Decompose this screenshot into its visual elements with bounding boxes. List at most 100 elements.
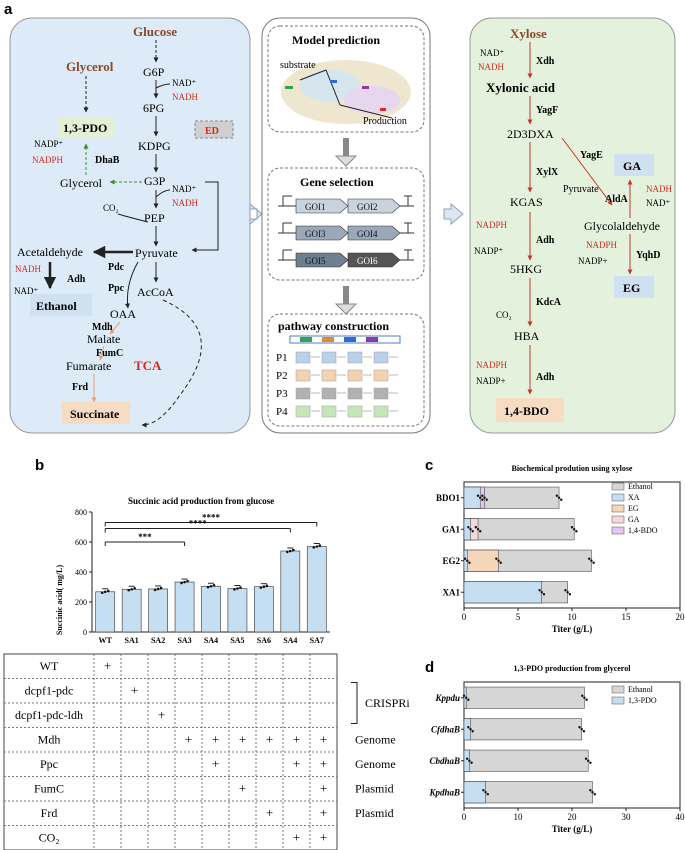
glucose-label: Glucose bbox=[133, 24, 177, 39]
malate-label: Malate bbox=[87, 332, 120, 346]
glycolaldehyde-label: Glycolaldehyde bbox=[584, 219, 660, 233]
replicate-point bbox=[186, 579, 189, 583]
accoa-label: AcCoA bbox=[137, 285, 174, 299]
replicate-point bbox=[312, 546, 316, 549]
x-tick-label: 5 bbox=[516, 612, 521, 622]
goi-arrow bbox=[347, 225, 401, 241]
x-tick-label: SA4 bbox=[283, 636, 297, 645]
x-tick-label: 20 bbox=[676, 612, 685, 622]
goi-arrow bbox=[347, 198, 401, 214]
table-row-label: Mdh bbox=[38, 733, 61, 747]
alda-nadh: NADH bbox=[646, 184, 672, 194]
replicate-point bbox=[581, 694, 584, 697]
panel-label-a: a bbox=[4, 1, 13, 18]
bar bbox=[463, 486, 481, 509]
ed-label: ED bbox=[205, 126, 219, 137]
eg-box bbox=[614, 276, 654, 298]
replicate-point bbox=[578, 726, 581, 729]
yqhd-nadph: NADPH bbox=[586, 240, 618, 250]
replicate-point bbox=[100, 591, 104, 594]
plasmid-part bbox=[322, 337, 334, 342]
replicate-point bbox=[584, 757, 588, 760]
sig-label: **** bbox=[202, 513, 221, 523]
pathway-row-label: P1 bbox=[276, 352, 288, 364]
table-row-label: dcpf1-pdc bbox=[25, 684, 74, 698]
replicate-point bbox=[466, 757, 469, 760]
plasmid-part bbox=[344, 337, 356, 342]
replicate-point bbox=[467, 526, 470, 529]
bar bbox=[306, 546, 327, 633]
replicate-point bbox=[560, 498, 563, 501]
alda-nad: NAD⁺ bbox=[646, 198, 670, 208]
g3p-nad: NAD⁺ bbox=[172, 184, 196, 194]
replicate-point bbox=[588, 557, 591, 560]
legend-label: Ethanol bbox=[628, 685, 654, 694]
dhab-label: DhaB bbox=[95, 155, 120, 166]
tca-label: TCA bbox=[134, 358, 162, 373]
y-tick-label: 800 bbox=[75, 508, 87, 517]
substrate-label: substrate bbox=[280, 60, 316, 71]
x-tick-label: 15 bbox=[622, 612, 632, 622]
model-title: Model prediction bbox=[292, 33, 380, 47]
pathway-part bbox=[347, 369, 363, 382]
x-tick-label: 20 bbox=[568, 812, 578, 822]
kdca-co2: CO₂ bbox=[496, 310, 512, 320]
plasmid-part bbox=[366, 337, 378, 342]
replicate-point bbox=[476, 528, 480, 531]
pathway-part bbox=[373, 387, 389, 400]
table-plus: + bbox=[239, 732, 246, 747]
pep-co2: CO₂ bbox=[103, 203, 119, 213]
table-plus: + bbox=[320, 830, 327, 845]
y-tick-label: EG2 bbox=[442, 556, 460, 566]
ppc-label: Ppc bbox=[108, 283, 125, 294]
replicate-point bbox=[484, 791, 487, 794]
goi-arrow bbox=[295, 225, 349, 241]
y-tick-label: XA1 bbox=[443, 587, 461, 597]
acetaldehyde-label: Acetaldehyde bbox=[17, 245, 83, 259]
replicate-point bbox=[315, 545, 319, 548]
glycerol-label: Glycerol bbox=[66, 59, 114, 74]
bdo-box bbox=[496, 398, 564, 422]
replicate-point bbox=[470, 761, 473, 764]
plasmid-part bbox=[300, 337, 312, 342]
table-row-label: dcpf1-pdc-ldh bbox=[15, 708, 83, 722]
yagf-label: YagF bbox=[536, 105, 558, 116]
bar bbox=[463, 686, 585, 709]
replicate-point bbox=[482, 789, 485, 792]
x-tick-label: SA6 bbox=[257, 636, 271, 645]
arrow-left bbox=[249, 202, 263, 226]
bar bbox=[463, 749, 589, 772]
crispri-label: CRISPRi bbox=[365, 696, 410, 710]
table-plus: + bbox=[158, 707, 165, 722]
table-plus: + bbox=[131, 683, 138, 698]
replicate-point bbox=[469, 528, 472, 531]
adh1-nadp: NADP⁺ bbox=[474, 246, 504, 256]
replicate-point bbox=[286, 550, 289, 554]
goi-arrow bbox=[347, 252, 401, 268]
bar bbox=[463, 549, 499, 572]
pathway-part bbox=[347, 387, 363, 400]
bar bbox=[227, 588, 248, 633]
pyruvate-label: Pyruvate bbox=[135, 246, 178, 260]
replicate-point bbox=[481, 498, 484, 501]
replicate-point bbox=[318, 544, 322, 547]
yage-label: YagE bbox=[580, 150, 603, 161]
table-row-label: WT bbox=[40, 659, 59, 673]
replicate-point bbox=[474, 526, 478, 529]
replicate-point bbox=[479, 496, 482, 499]
y-tick-label: 600 bbox=[75, 538, 87, 547]
table-plus: + bbox=[320, 732, 327, 747]
table-row-label: CO₂ bbox=[39, 831, 60, 845]
oaa-label: OAA bbox=[110, 307, 136, 321]
pep-label: PEP bbox=[144, 211, 165, 225]
x-tick-label: SA1 bbox=[125, 636, 139, 645]
ed-box bbox=[194, 120, 234, 139]
table-plus: + bbox=[320, 781, 327, 796]
goi-label: GOI3 bbox=[305, 229, 326, 239]
table-plus: + bbox=[293, 756, 300, 771]
ace-nad: NAD⁺ bbox=[14, 286, 38, 296]
x-tick-label: SA2 bbox=[151, 636, 165, 645]
